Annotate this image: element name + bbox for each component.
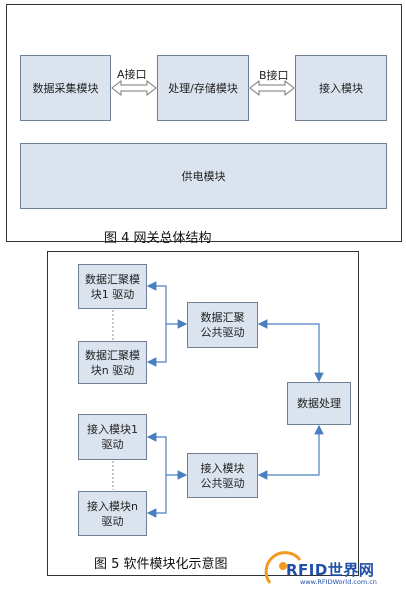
rfid-world-logo bbox=[264, 551, 302, 584]
data-processing-label: 数据处理 bbox=[297, 397, 341, 410]
access-module-n-driver-line2: 驱动 bbox=[101, 514, 124, 528]
data-acquisition-module: 数据采集模块 bbox=[20, 55, 111, 121]
access-drivers-to-common-connector bbox=[146, 432, 167, 518]
access-common-driver: 接入模块 公共驱动 bbox=[187, 453, 258, 498]
aggregation-module-n-driver-line1: 数据汇聚模 bbox=[85, 348, 140, 362]
processing-storage-module: 处理/存储模块 bbox=[157, 55, 249, 121]
access-module-1-driver-line2: 驱动 bbox=[101, 438, 124, 451]
watermark-logo-text: RFID世界网 bbox=[286, 561, 375, 579]
interface-b-double-arrow bbox=[249, 79, 295, 97]
logo-arc-icon bbox=[264, 551, 302, 584]
figure4-caption: 图 4 网关总体结构 bbox=[104, 231, 212, 246]
aggregation-module-1-driver-line2: 块1 驱动 bbox=[90, 287, 135, 301]
access-common-driver-line2: 公共驱动 bbox=[200, 476, 245, 490]
aggregation-module-n-driver: 数据汇聚模 块n 驱动 bbox=[78, 341, 147, 384]
interface-a-double-arrow bbox=[111, 79, 157, 97]
logo-dot-icon bbox=[279, 562, 287, 570]
processing-storage-module-label: 处理/存储模块 bbox=[168, 81, 238, 95]
access-module: 接入模块 bbox=[295, 55, 387, 121]
aggregation-drivers-to-common-connector bbox=[146, 281, 167, 367]
aggregation-module-1-driver-line1: 数据汇聚模 bbox=[85, 272, 140, 286]
access-module-n-driver: 接入模块n 驱动 bbox=[78, 491, 147, 536]
access-common-driver-line1: 接入模块 bbox=[200, 461, 245, 475]
aggregation-common-to-processing-connector bbox=[257, 319, 324, 383]
access-module-label: 接入模块 bbox=[319, 81, 363, 95]
figure5-frame bbox=[47, 251, 359, 576]
data-acquisition-module-label: 数据采集模块 bbox=[32, 81, 99, 95]
access-module-1-driver-line1: 接入模块1 bbox=[87, 423, 138, 436]
interface-b-label: B接口 bbox=[259, 69, 289, 82]
access-module-1-driver: 接入模块1 驱动 bbox=[78, 414, 147, 460]
aggregation-common-driver-line1: 数据汇聚 bbox=[200, 311, 245, 324]
watermark-url: www.RFIDWorld.com.cn bbox=[300, 578, 377, 586]
aggregation-module-1-driver: 数据汇聚模 块1 驱动 bbox=[78, 264, 147, 309]
aggregation-common-driver: 数据汇聚 公共驱动 bbox=[187, 302, 258, 348]
access-common-to-processing-connector bbox=[257, 424, 324, 480]
interface-a-label: A接口 bbox=[117, 68, 147, 81]
data-processing: 数据处理 bbox=[287, 382, 351, 425]
figure5-caption: 图 5 软件模块化示意图 bbox=[94, 557, 228, 572]
access-module-n-driver-line1: 接入模块n bbox=[87, 499, 138, 513]
aggregation-common-driver-line2: 公共驱动 bbox=[200, 326, 245, 339]
aggregation-module-n-driver-line2: 块n 驱动 bbox=[90, 363, 135, 377]
power-module-label: 供电模块 bbox=[181, 169, 226, 183]
figure4-frame bbox=[6, 4, 402, 242]
power-module: 供电模块 bbox=[20, 143, 387, 209]
